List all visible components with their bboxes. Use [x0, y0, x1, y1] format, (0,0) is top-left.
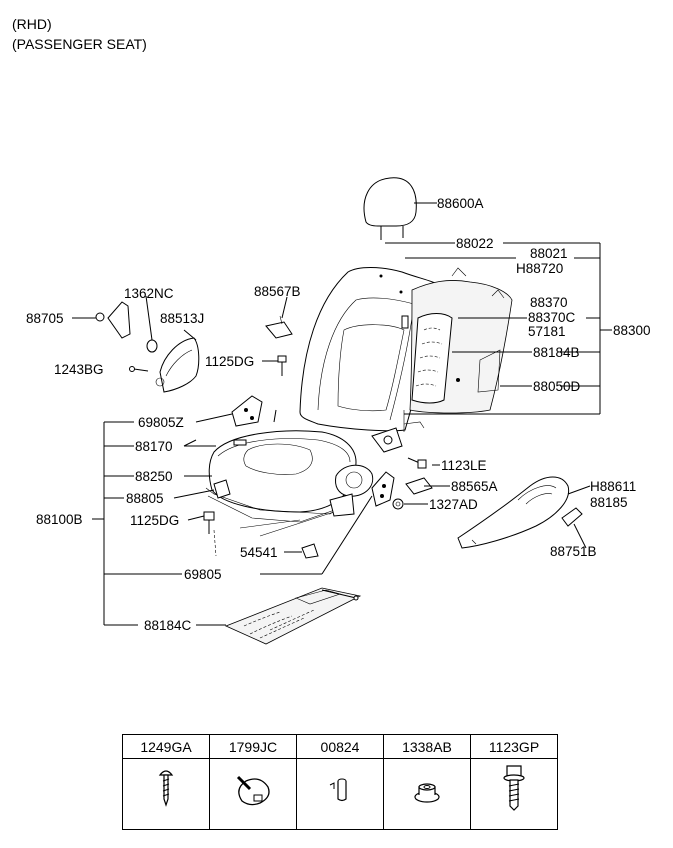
legend-code-cell: 1123GP [470, 734, 558, 759]
seat-frame-drawing [205, 464, 374, 557]
label-1123LE: 1123LE [441, 458, 487, 473]
label-88565A: 88565A [451, 479, 498, 494]
belt-guide-drawing [95, 301, 158, 353]
label-1125DG-bottom: 1125DG [130, 513, 179, 528]
cable-tie-icon [236, 775, 270, 805]
flange-nut-icon [414, 782, 440, 803]
label-88805: 88805 [126, 491, 164, 506]
legend-code-cell: 1338AB [383, 734, 471, 759]
legend-icon-row [122, 758, 558, 830]
bolt-1125DG-bottom-drawing [203, 511, 215, 534]
legend-code-cell: 1799JC [209, 734, 297, 759]
label-1125DG-top: 1125DG [205, 354, 254, 369]
tapping-screw-icon [158, 769, 174, 807]
legend-icon-cell [470, 758, 558, 830]
label-1327AD: 1327AD [429, 497, 478, 512]
legend-icon-cell [122, 758, 210, 830]
legend-icon-cell [296, 758, 384, 830]
cap-88565A-drawing [405, 477, 433, 495]
label-88050D: 88050D [533, 379, 581, 394]
legend-code-cell: 00824 [296, 734, 384, 759]
header-passenger-seat: (PASSENGER SEAT) [12, 36, 147, 52]
label-88250: 88250 [135, 469, 173, 484]
seat-back-drawing [299, 267, 513, 432]
nut-1327AD-drawing [392, 498, 404, 510]
bracket-88567B-drawing [265, 315, 293, 339]
label-88705: 88705 [26, 311, 64, 326]
side-shield-drawing [457, 476, 570, 549]
bolt-1123LE-drawing [407, 457, 427, 469]
label-54541: 54541 [240, 545, 278, 560]
plate-69805Z-drawing [231, 395, 263, 427]
back-hinge-drawing [371, 421, 425, 453]
label-1243BG: 1243BG [54, 362, 104, 377]
flange-bolt-icon [503, 764, 525, 811]
side-cover-left-drawing [129, 337, 200, 393]
label-88567B: 88567B [254, 284, 301, 299]
label-88370: 88370 [530, 295, 568, 310]
label-88100B: 88100B [36, 512, 83, 527]
clip-54541-drawing [301, 543, 319, 559]
pin-icon [329, 778, 347, 801]
label-88021: 88021 [530, 246, 568, 261]
label-88022: 88022 [456, 236, 494, 251]
label-88370C: 88370C [528, 310, 576, 325]
knob-88751B-drawing [561, 507, 583, 527]
label-88185: 88185 [590, 495, 628, 510]
label-69805: 69805 [184, 567, 222, 582]
legend-code-row: 1249GA 1799JC 00824 1338AB 1123GP [122, 734, 558, 759]
label-H88611: H88611 [590, 479, 636, 494]
label-88513J: 88513J [160, 311, 204, 326]
header-rhd: (RHD) [12, 16, 52, 32]
label-88751B: 88751B [550, 544, 597, 559]
bolt-1125DG-top-drawing [277, 355, 287, 376]
headrest-drawing [363, 177, 417, 240]
legend-icon-cell [209, 758, 297, 830]
leader-lines [72, 202, 612, 626]
plate-69805-drawing [371, 471, 395, 507]
fastener-legend-table: 1249GA 1799JC 00824 1338AB 1123GP [122, 734, 558, 830]
heater-mat-88184C-drawing [224, 587, 362, 645]
label-88184B: 88184B [533, 345, 580, 360]
label-1362NC: 1362NC [124, 286, 174, 301]
label-88170: 88170 [135, 439, 173, 454]
label-88300: 88300 [613, 323, 651, 338]
label-57181: 57181 [528, 324, 566, 339]
label-88184C: 88184C [144, 618, 192, 633]
label-H88720: H88720 [516, 261, 563, 276]
label-69805Z: 69805Z [138, 415, 184, 430]
legend-code-cell: 1249GA [122, 734, 210, 759]
label-88600A: 88600A [437, 196, 484, 211]
legend-icon-cell [383, 758, 471, 830]
